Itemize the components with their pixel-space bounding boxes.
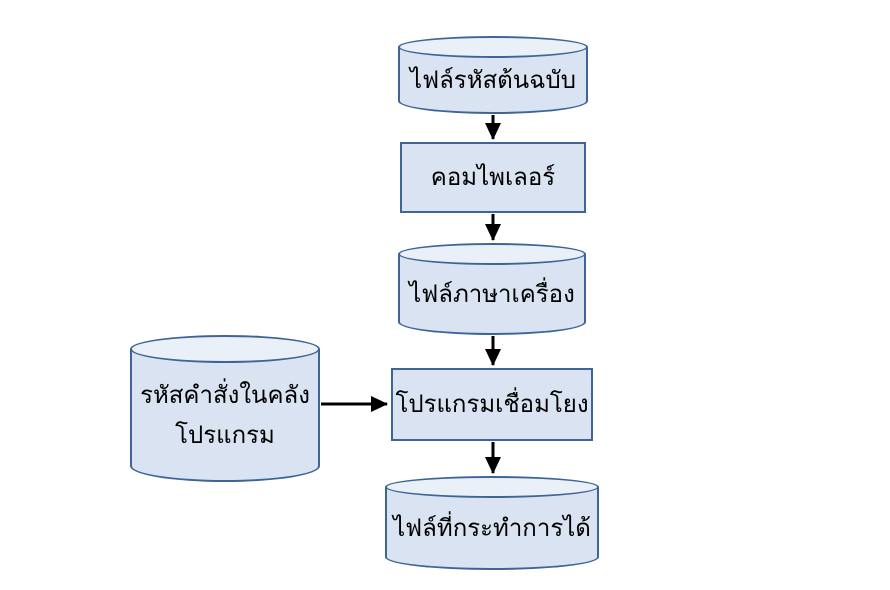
node-executable-file: ไฟล์ที่กระทำการได้ xyxy=(385,476,599,570)
node-library-code-label-line1: รหัสคำสั่งในคลัง xyxy=(140,381,310,409)
cylinder-top-ellipse xyxy=(385,476,599,498)
node-compiler: คอมไพเลอร์ xyxy=(400,142,586,213)
cylinder-body-shape xyxy=(398,254,586,335)
node-linker: โปรแกรมเชื่อมโยง xyxy=(391,368,593,441)
cylinder-body-shape xyxy=(398,47,588,114)
node-linker-label: โปรแกรมเชื่อมโยง xyxy=(395,390,589,418)
node-library-code-label-line2: โปรแกรม xyxy=(175,421,275,449)
node-library-code-label: รหัสคำสั่งในคลัง โปรแกรม xyxy=(130,335,320,482)
cylinder-top-ellipse xyxy=(398,36,588,58)
node-compiler-label: คอมไพเลอร์ xyxy=(430,163,556,191)
node-source-file-label: ไฟล์รหัสต้นฉบับ xyxy=(410,66,576,94)
node-library-code: รหัสคำสั่งในคลัง โปรแกรม xyxy=(130,335,320,482)
node-machine-language-file-label: ไฟล์ภาษาเครื่อง xyxy=(409,280,575,308)
node-machine-language-file: ไฟล์ภาษาเครื่อง xyxy=(398,243,586,335)
node-source-file: ไฟล์รหัสต้นฉบับ xyxy=(398,36,588,114)
cylinder-top-ellipse xyxy=(130,335,320,363)
cylinder-body-shape xyxy=(385,487,599,570)
cylinder-top-ellipse xyxy=(398,243,586,265)
node-executable-file-label: ไฟล์ที่กระทำการได้ xyxy=(393,514,591,542)
cylinder-body-shape xyxy=(130,349,320,482)
